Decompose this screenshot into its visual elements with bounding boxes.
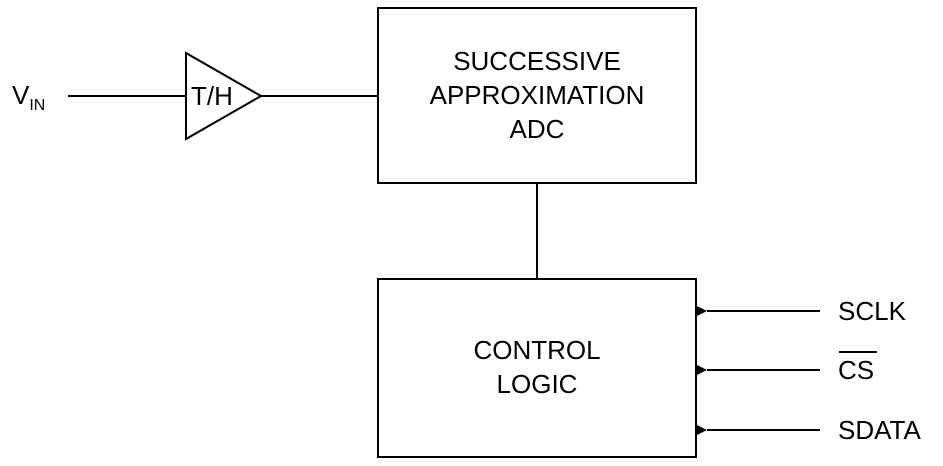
vin-label: VIN bbox=[12, 80, 45, 114]
adc-label-line-3: ADC bbox=[510, 114, 565, 144]
vin-subscript: IN bbox=[29, 97, 45, 114]
vin-main: V bbox=[12, 80, 30, 110]
track-hold-amplifier bbox=[185, 51, 264, 141]
svg-text:VIN: VIN bbox=[12, 80, 45, 114]
adc-label-line-2: APPROXIMATION bbox=[430, 80, 645, 110]
track-hold-label: T/H bbox=[191, 81, 233, 111]
control-label-line-2: LOGIC bbox=[497, 369, 578, 399]
sdata-label: SDATA bbox=[838, 415, 921, 445]
cs-label: CS bbox=[838, 355, 874, 385]
control-label-line-1: CONTROL bbox=[473, 335, 600, 365]
adc-label-line-1: SUCCESSIVE bbox=[453, 46, 621, 76]
control-logic-block bbox=[377, 278, 697, 458]
sclk-label: SCLK bbox=[838, 296, 907, 326]
